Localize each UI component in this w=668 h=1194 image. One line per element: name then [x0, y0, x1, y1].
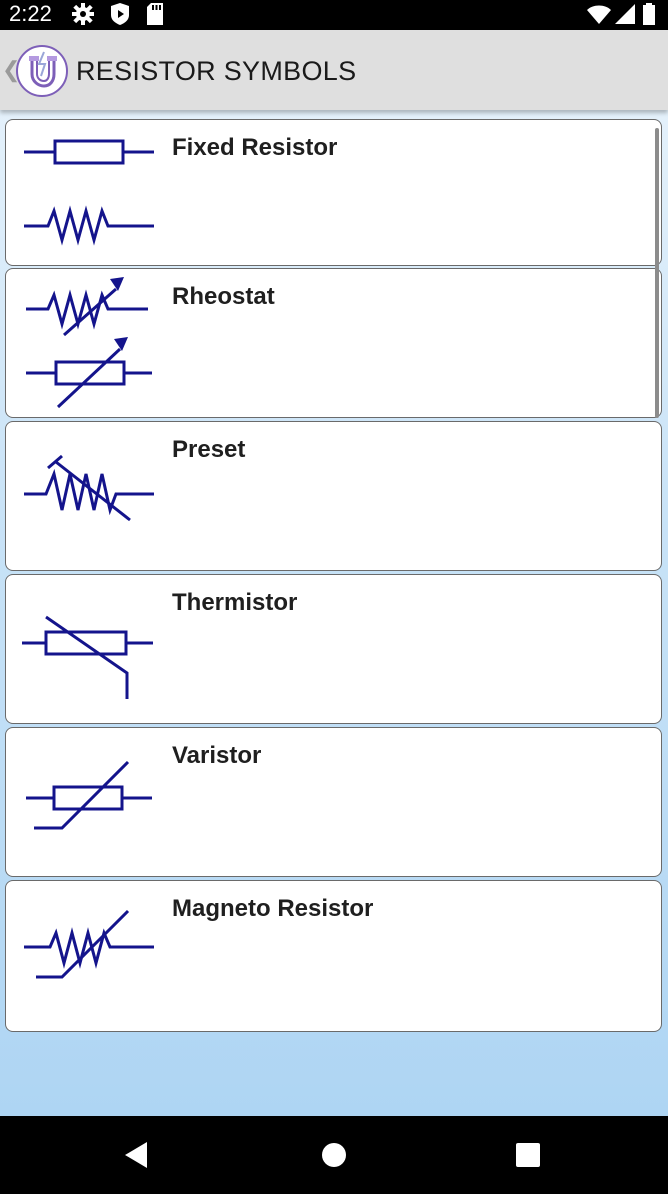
back-chevron-icon[interactable]: ❮ [2, 57, 21, 82]
card-title: Thermistor [172, 589, 298, 616]
magnet-logo-icon[interactable] [15, 44, 69, 103]
nav-back-button[interactable] [96, 1116, 176, 1194]
scrollbar[interactable] [655, 128, 659, 418]
status-bar: 2:22 [0, 0, 668, 30]
varistor-symbol-icon [26, 760, 152, 830]
shield-play-icon [110, 2, 130, 31]
preset-symbol-icon [24, 454, 154, 522]
card-title: Magneto Resistor [172, 895, 374, 922]
nav-home-button[interactable] [294, 1116, 374, 1194]
card-title: Varistor [172, 742, 262, 769]
sd-card-icon [146, 2, 164, 31]
nav-back-icon [125, 1142, 147, 1168]
battery-icon [642, 2, 656, 31]
list-item-thermistor[interactable]: Thermistor [5, 574, 662, 724]
status-time: 2:22 [9, 1, 52, 26]
rheostat-symbol-icon [26, 277, 152, 409]
page-title: RESISTOR SYMBOLS [76, 56, 357, 86]
nav-home-icon [322, 1143, 346, 1167]
list-item-magneto-resistor[interactable]: Magneto Resistor [5, 880, 662, 1032]
navigation-bar [0, 1116, 668, 1194]
list-item-preset[interactable]: Preset [5, 421, 662, 571]
thermistor-symbol-icon [22, 615, 153, 699]
symbol-list[interactable]: Fixed Resistor Rheostat Prese [0, 110, 668, 1116]
gear-icon [72, 2, 94, 31]
card-title: Rheostat [172, 283, 275, 310]
fixed-resistor-symbol-icon [24, 139, 154, 246]
nav-recents-icon [516, 1143, 540, 1167]
magneto-resistor-symbol-icon [24, 909, 154, 979]
card-title: Fixed Resistor [172, 134, 338, 161]
list-item-varistor[interactable]: Varistor [5, 727, 662, 877]
app-bar: ❮ RESISTOR SYMBOLS [0, 30, 668, 110]
wifi-icon [586, 2, 612, 31]
nav-recents-button[interactable] [488, 1116, 568, 1194]
card-title: Preset [172, 436, 246, 463]
list-item-fixed-resistor[interactable]: Fixed Resistor [5, 119, 662, 266]
signal-icon [614, 2, 636, 31]
list-item-rheostat[interactable]: Rheostat [5, 268, 662, 418]
